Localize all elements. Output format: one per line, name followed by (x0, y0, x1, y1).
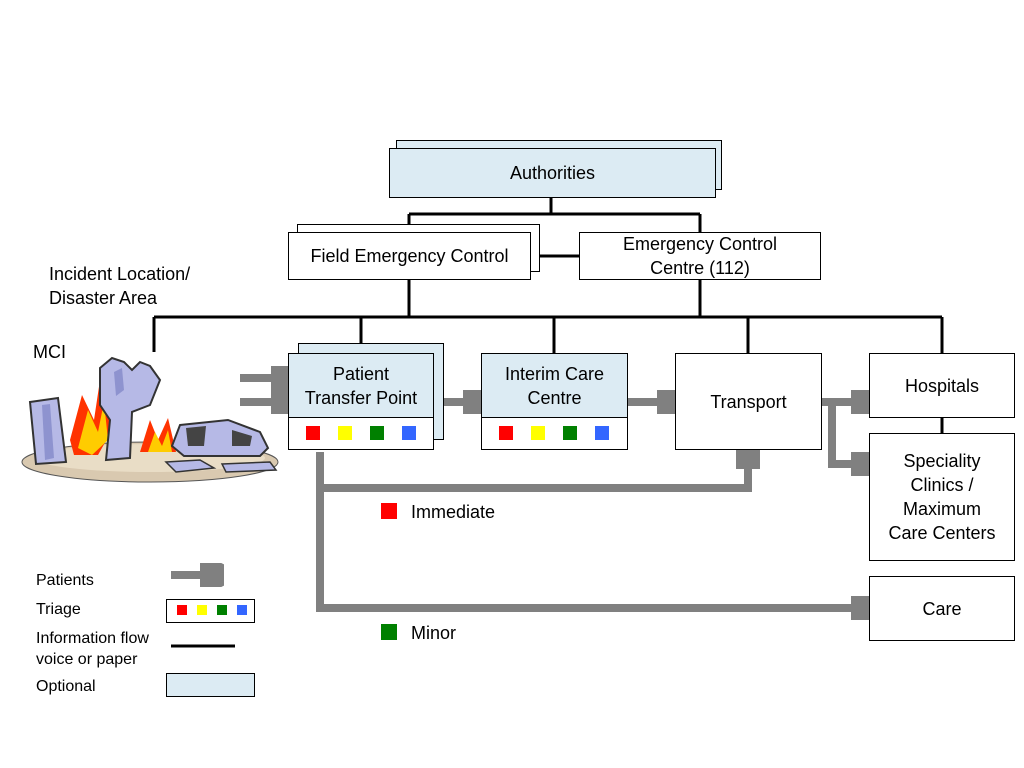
triage-yellow-square (338, 426, 352, 440)
legend-optional-label: Optional (36, 678, 96, 695)
legend-triage-label: Triage (36, 601, 81, 618)
incident-location-line1: Incident Location/ (49, 264, 191, 284)
triage-blue-square (595, 426, 609, 440)
arrow-transport-to-clinics (828, 402, 858, 464)
legend-optional-swatch (166, 673, 255, 697)
ecc-label-line1: Emergency Control (622, 234, 778, 254)
immediate-red-square (381, 503, 397, 519)
interim-care-centre-box: Interim Care Centre (481, 353, 628, 418)
legend-info-line1: Information flow (36, 630, 149, 647)
minor-green-square (381, 624, 397, 640)
triage-yellow-square (531, 426, 545, 440)
incident-location-label: Incident Location/ Disaster Area (49, 262, 190, 310)
legend-information-flow-label: Information flow voice or paper (36, 628, 149, 670)
ptp-label-line1: Patient (332, 363, 390, 384)
transport-box: Transport (675, 353, 822, 450)
legend-blue-square (237, 605, 247, 615)
clinics-label-line2: Clinics / (910, 475, 974, 495)
arrow-immediate-to-transport (316, 452, 748, 492)
mci-label: MCI (33, 342, 66, 362)
authorities-label: Authorities (509, 163, 596, 183)
clinics-label-line1: Speciality (903, 451, 981, 471)
legend-red-square (177, 605, 187, 615)
emergency-control-centre-box: Emergency Control Centre (112) (579, 232, 821, 280)
field-emergency-control-box: Field Emergency Control (288, 232, 531, 280)
transport-label: Transport (710, 391, 787, 412)
ptp-label-line2: Transfer Point (304, 387, 418, 408)
care-label: Care (922, 598, 962, 619)
arrow-minor-to-care (316, 488, 858, 608)
legend-green-square (217, 605, 227, 615)
speciality-clinics-box: Speciality Clinics / Maximum Care Center… (869, 433, 1015, 561)
incident-location-line2: Disaster Area (49, 288, 158, 308)
clinics-label-line4: Care Centers (888, 523, 996, 543)
triage-green-square (370, 426, 384, 440)
minor-label: Minor (411, 623, 457, 643)
legend-yellow-square (197, 605, 207, 615)
icc-label-line2: Centre (527, 387, 582, 408)
immediate-label: Immediate (411, 502, 496, 522)
triage-red-square (306, 426, 320, 440)
triage-blue-square (402, 426, 416, 440)
hospitals-box: Hospitals (869, 353, 1015, 418)
icc-label-line1: Interim Care (504, 363, 605, 384)
clinics-label-line3: Maximum (902, 499, 981, 519)
triage-red-square (499, 426, 513, 440)
hospitals-label: Hospitals (904, 375, 980, 396)
patient-transfer-point-box: Patient Transfer Point (288, 353, 434, 418)
care-box: Care (869, 576, 1015, 641)
field-emergency-control-label: Field Emergency Control (310, 246, 509, 266)
legend-triage-row (166, 599, 255, 623)
legend-patients-label: Patients (36, 572, 94, 589)
ecc-label-line2: Centre (112) (650, 258, 750, 278)
authorities-box: Authorities (389, 148, 716, 198)
triage-green-square (563, 426, 577, 440)
icc-triage-row (481, 417, 628, 450)
ptp-triage-row (288, 417, 434, 450)
legend-info-line2: voice or paper (36, 651, 138, 668)
